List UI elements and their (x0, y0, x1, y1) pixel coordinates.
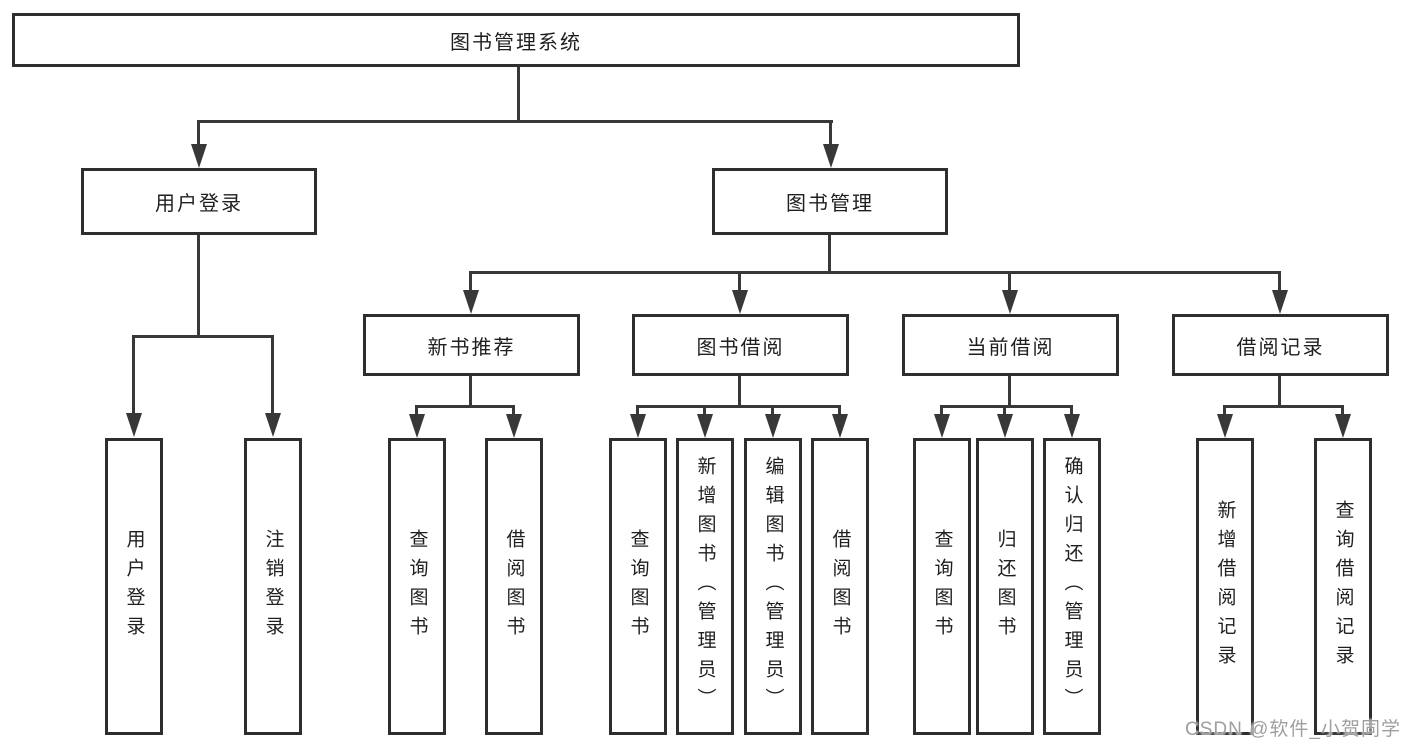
connector-line (1008, 271, 1011, 292)
connector-line (197, 120, 200, 148)
connector-line (197, 235, 200, 335)
leaf-query-books-recommend: 查询图书 (388, 438, 446, 735)
connector-line (636, 405, 639, 416)
arrow-down-icon (697, 414, 713, 438)
node-borrowing-records-label: 借阅记录 (1236, 336, 1325, 359)
leaf-user-login: 用户登录 (105, 438, 163, 735)
leaf-query-books-recommend-label: 查询图书 (406, 528, 428, 645)
node-book-borrowing-label: 图书借阅 (696, 336, 785, 359)
arrow-down-icon (732, 290, 748, 314)
leaf-query-books-borrow-label: 查询图书 (627, 528, 649, 645)
connector-line (703, 405, 706, 416)
leaf-query-books-current: 查询图书 (913, 438, 971, 735)
leaf-confirm-return-admin: 确认归还（管理员） (1043, 438, 1101, 735)
leaf-query-borrow-record-label: 查询借阅记录 (1332, 499, 1354, 674)
connector-line (940, 405, 1073, 408)
arrow-down-icon (1335, 414, 1351, 438)
connector-line (132, 335, 274, 338)
leaf-query-books-borrow: 查询图书 (609, 438, 667, 735)
connector-line (738, 271, 741, 292)
leaf-user-login-label: 用户登录 (123, 528, 145, 645)
connector-line (197, 120, 833, 123)
connector-line (738, 376, 741, 407)
leaf-borrow-books: 借阅图书 (811, 438, 869, 735)
arrow-down-icon (630, 414, 646, 438)
connector-line (1341, 405, 1344, 416)
connector-line (1278, 271, 1281, 292)
leaf-logout: 注销登录 (244, 438, 302, 735)
leaf-add-books-admin-label: 新增图书（管理员） (694, 456, 716, 717)
connector-line (771, 405, 774, 416)
connector-line (838, 405, 841, 416)
connector-line (1223, 405, 1226, 416)
leaf-query-borrow-record: 查询借阅记录 (1314, 438, 1372, 735)
node-user-login: 用户登录 (81, 168, 317, 235)
leaf-edit-books-admin-label: 编辑图书（管理员） (762, 456, 784, 717)
connector-line (1278, 376, 1281, 407)
connector-line (469, 271, 1281, 274)
connector-line (469, 376, 472, 407)
leaf-return-books-label: 归还图书 (994, 528, 1016, 645)
node-current-borrowing: 当前借阅 (902, 314, 1119, 376)
connector-line (1008, 376, 1011, 407)
leaf-borrow-books-recommend: 借阅图书 (485, 438, 543, 735)
connector-line (415, 405, 418, 416)
leaf-edit-books-admin: 编辑图书（管理员） (744, 438, 802, 735)
arrow-down-icon (126, 413, 142, 437)
arrow-down-icon (265, 413, 281, 437)
node-root: 图书管理系统 (12, 13, 1020, 67)
leaf-add-borrow-record: 新增借阅记录 (1196, 438, 1254, 735)
connector-line (636, 405, 841, 408)
leaf-borrow-books-label: 借阅图书 (829, 528, 851, 645)
node-borrowing-records: 借阅记录 (1172, 314, 1389, 376)
node-root-label: 图书管理系统 (450, 31, 582, 54)
node-user-login-label: 用户登录 (155, 193, 243, 215)
arrow-down-icon (765, 414, 781, 438)
arrow-down-icon (1217, 414, 1233, 438)
node-book-management: 图书管理 (712, 168, 948, 235)
connector-line (517, 67, 520, 122)
connector-line (512, 405, 515, 416)
node-book-borrowing: 图书借阅 (632, 314, 849, 376)
leaf-logout-label: 注销登录 (262, 528, 284, 645)
leaf-borrow-books-recommend-label: 借阅图书 (503, 528, 525, 645)
leaf-add-books-admin: 新增图书（管理员） (676, 438, 734, 735)
leaf-return-books: 归还图书 (976, 438, 1034, 735)
arrow-down-icon (823, 144, 839, 168)
connector-line (1070, 405, 1073, 416)
leaf-add-borrow-record-label: 新增借阅记录 (1214, 499, 1236, 674)
node-new-book-recommendation: 新书推荐 (363, 314, 580, 376)
arrow-down-icon (191, 144, 207, 168)
connector-line (415, 405, 515, 408)
connector-line (1223, 405, 1344, 408)
arrow-down-icon (934, 414, 950, 438)
leaf-confirm-return-admin-label: 确认归还（管理员） (1061, 456, 1083, 717)
arrow-down-icon (463, 290, 479, 314)
watermark: CSDN @软件_小贺同学 (1185, 719, 1401, 740)
arrow-down-icon (1064, 414, 1080, 438)
connector-line (132, 335, 135, 415)
connector-line (271, 335, 274, 415)
node-book-management-label: 图书管理 (786, 193, 874, 215)
arrow-down-icon (1002, 290, 1018, 314)
connector-line (469, 271, 472, 292)
arrow-down-icon (506, 414, 522, 438)
node-new-book-recommendation-label: 新书推荐 (427, 336, 516, 359)
arrow-down-icon (832, 414, 848, 438)
node-current-borrowing-label: 当前借阅 (966, 336, 1055, 359)
connector-line (1003, 405, 1006, 416)
connector-line (829, 120, 832, 148)
connector-line (828, 235, 831, 273)
connector-line (940, 405, 943, 416)
arrow-down-icon (409, 414, 425, 438)
leaf-query-books-current-label: 查询图书 (931, 528, 953, 645)
arrow-down-icon (1272, 290, 1288, 314)
arrow-down-icon (997, 414, 1013, 438)
